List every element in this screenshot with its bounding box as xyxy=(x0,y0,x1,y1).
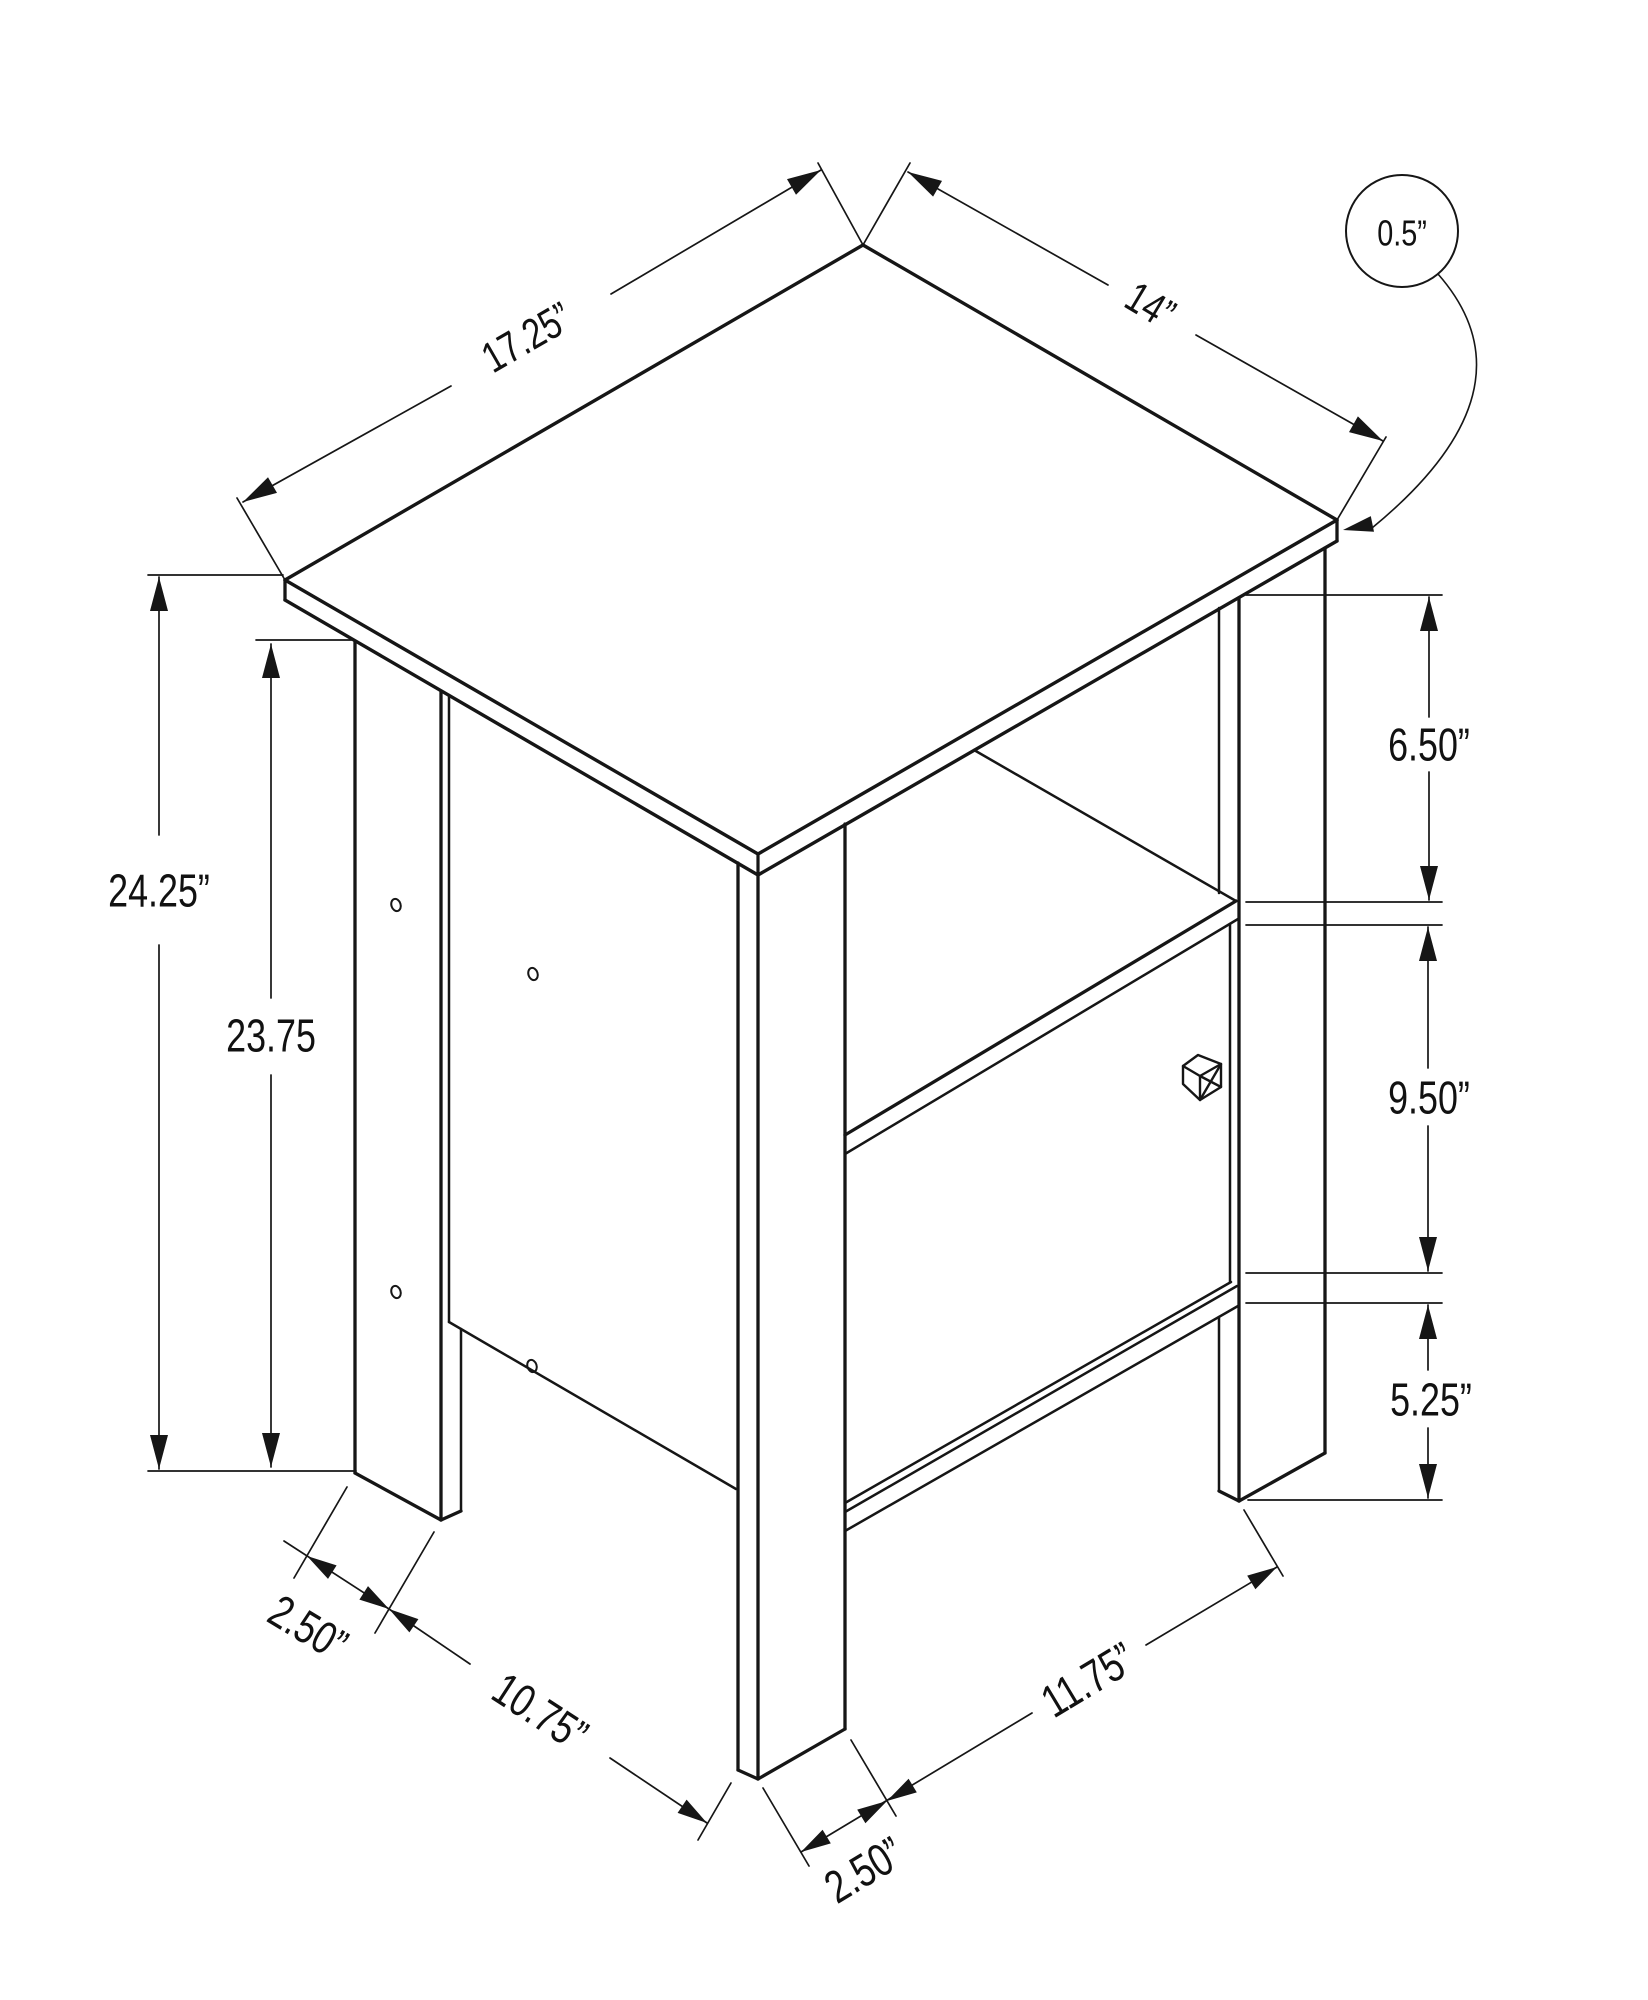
svg-text:23.75: 23.75 xyxy=(226,1010,316,1061)
svg-text:6.50”: 6.50” xyxy=(1388,719,1470,770)
svg-text:24.25”: 24.25” xyxy=(108,865,210,916)
svg-text:5.25”: 5.25” xyxy=(1390,1374,1472,1425)
svg-text:0.5”: 0.5” xyxy=(1377,213,1427,254)
svg-text:9.50”: 9.50” xyxy=(1388,1072,1470,1123)
